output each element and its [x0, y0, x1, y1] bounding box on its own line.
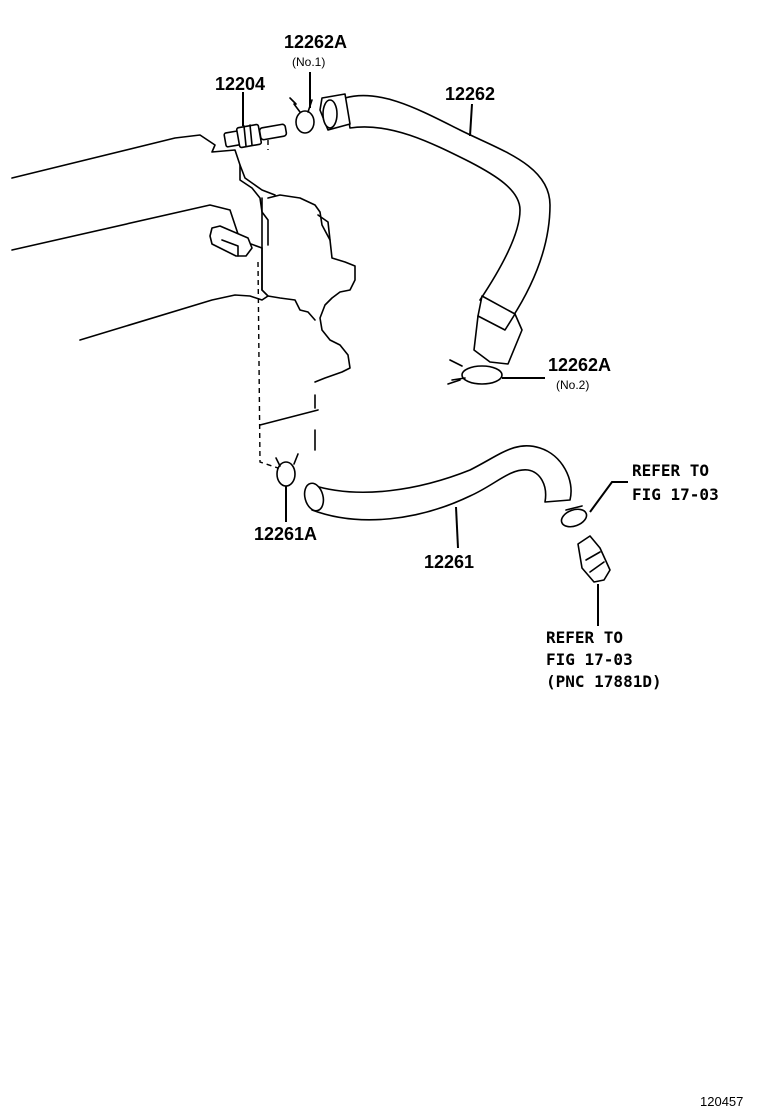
fitting-nipple	[577, 535, 611, 626]
pcv-hose-12262	[319, 93, 551, 365]
pcv-hose-12261	[303, 444, 572, 549]
hose-clip-ref	[560, 481, 628, 528]
part-label-12262a-no2: 12262A	[548, 355, 611, 375]
dashed-guide-left	[257, 261, 279, 469]
ref2-line3: (PNC 17881D)	[546, 672, 662, 691]
hose-clip-12261a	[275, 453, 299, 522]
part-label-12261: 12261	[424, 552, 474, 572]
ref1-line1: REFER TO	[632, 461, 709, 480]
head-nipple	[209, 225, 253, 257]
ref2-line2: FIG 17-03	[546, 650, 633, 669]
part-label-12261a: 12261A	[254, 524, 317, 544]
part-label-12262a-no1: 12262A	[284, 32, 347, 52]
hose-clip-12262a-no2	[447, 359, 545, 385]
part-label-12204: 12204	[215, 74, 265, 94]
part-label-12262: 12262	[445, 84, 495, 104]
pcv-valve-12204	[223, 92, 288, 149]
ref2-line1: REFER TO	[546, 628, 623, 647]
part-note-no1: (No.1)	[292, 55, 325, 69]
engine-head-cover	[11, 134, 356, 451]
part-note-no2: (No.2)	[556, 378, 589, 392]
hose-clip-12262a-no1	[289, 72, 315, 134]
ref1-line2: FIG 17-03	[632, 485, 719, 504]
figure-number: 120457	[700, 1094, 743, 1109]
